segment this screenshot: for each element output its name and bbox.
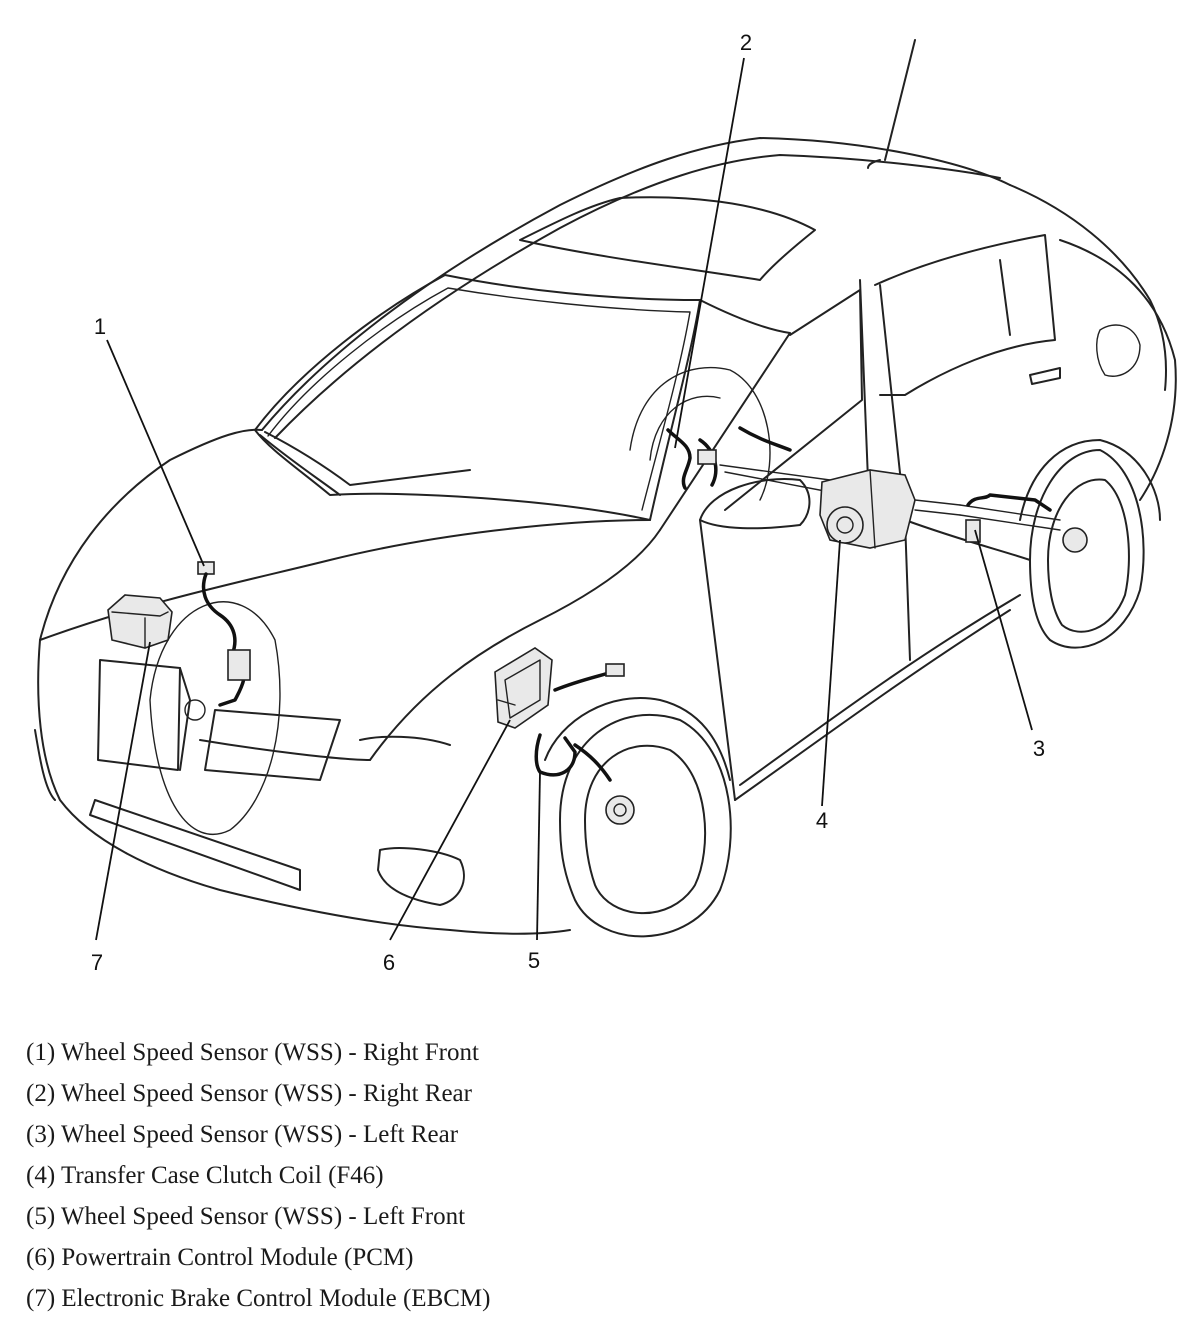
- legend-item: (4) Transfer Case Clutch Coil (F46): [26, 1162, 384, 1189]
- component-location-diagram: 1 2 3 4 5 6 7: [34, 30, 1177, 975]
- callout-1: 1: [94, 314, 106, 339]
- callout-5: 5: [528, 948, 540, 973]
- wss-right-front: [184, 561, 251, 721]
- leader-1: [106, 339, 205, 567]
- pcm-module: [494, 647, 553, 729]
- leader-3: [974, 529, 1033, 731]
- legend-item: (6) Powertrain Control Module (PCM): [26, 1244, 414, 1271]
- legend-item: (3) Wheel Speed Sensor (WSS) - Left Rear: [26, 1121, 459, 1148]
- leader-2: [674, 57, 745, 449]
- leader-lines: [95, 57, 1033, 941]
- legend-item: (1) Wheel Speed Sensor (WSS) - Right Fro…: [26, 1039, 479, 1066]
- components: [107, 426, 1088, 825]
- wss-left-front: [534, 663, 635, 825]
- leader-6: [389, 719, 511, 941]
- callout-4: 4: [816, 808, 828, 833]
- leader-7: [95, 641, 151, 941]
- transfer-case: [819, 469, 961, 549]
- wss-left-rear: [959, 493, 1088, 553]
- vehicle-outline: [34, 39, 1177, 938]
- leader-4: [821, 539, 841, 807]
- callout-6: 6: [383, 950, 395, 975]
- component-legend: (1) Wheel Speed Sensor (WSS) - Right Fro…: [26, 1032, 1176, 1319]
- callout-2: 2: [740, 30, 752, 55]
- callout-numbers: 1 2 3 4 5 6 7: [91, 30, 1045, 975]
- callout-3: 3: [1033, 736, 1045, 761]
- legend-item: (2) Wheel Speed Sensor (WSS) - Right Rea…: [26, 1080, 472, 1107]
- leader-5: [536, 771, 541, 941]
- wss-right-rear: [666, 426, 831, 493]
- callout-7: 7: [91, 950, 103, 975]
- legend-item: (7) Electronic Brake Control Module (EBC…: [26, 1285, 491, 1312]
- legend-item: (5) Wheel Speed Sensor (WSS) - Left Fron…: [26, 1203, 466, 1230]
- ebcm-module: [107, 594, 173, 649]
